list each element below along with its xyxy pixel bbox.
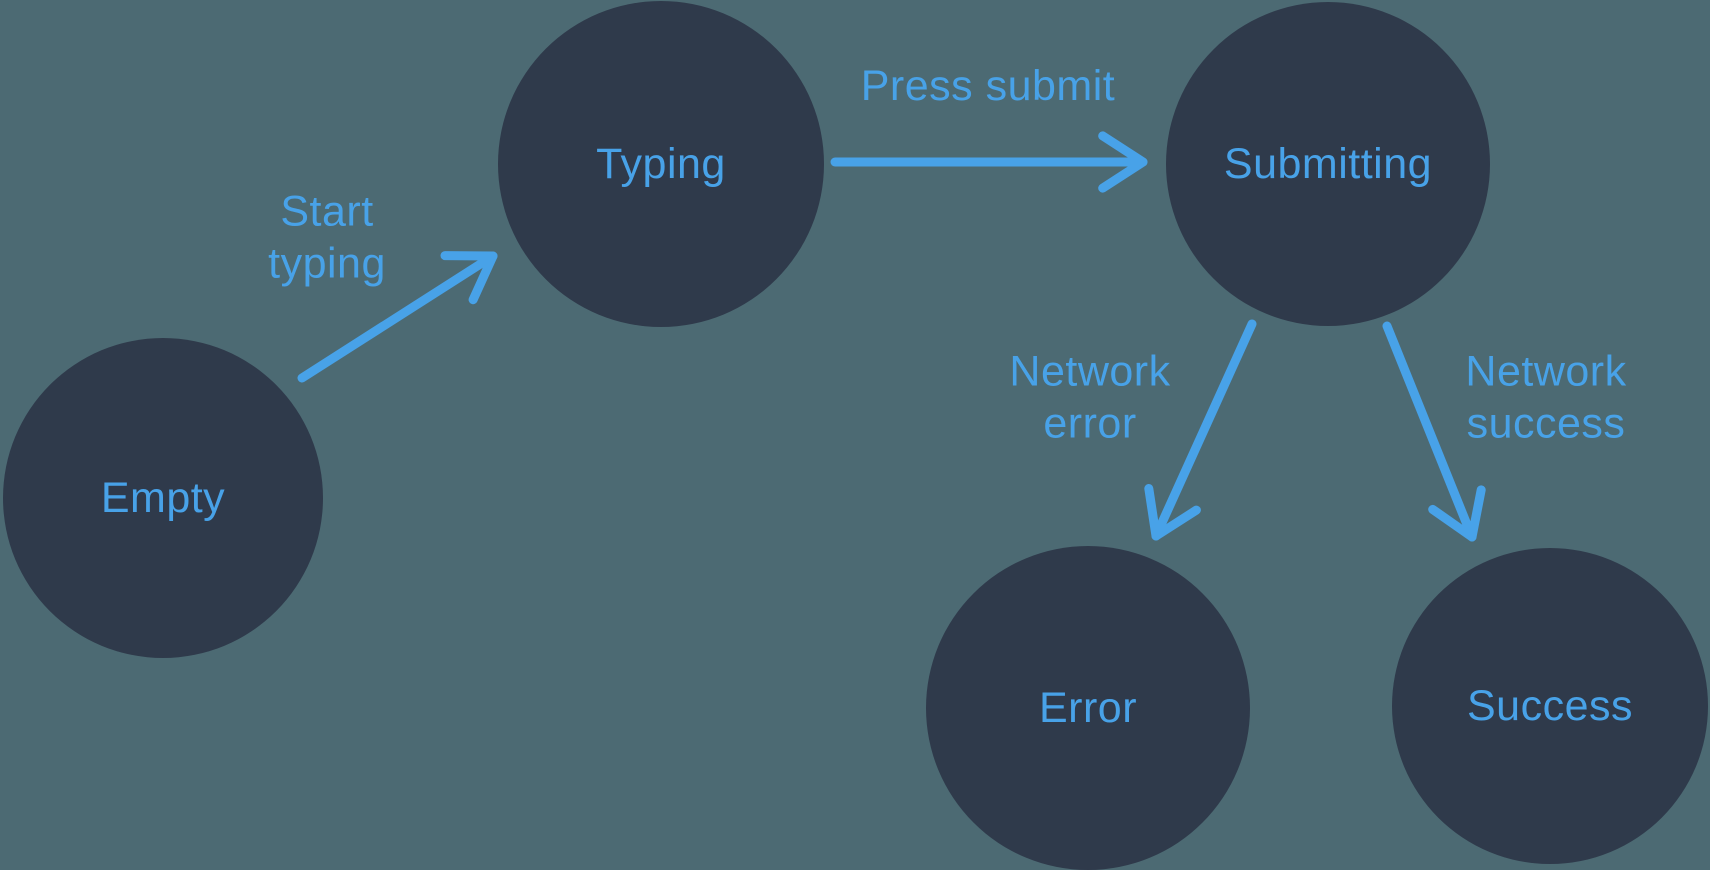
state-node-submitting-label: Submitting bbox=[1223, 139, 1433, 188]
edge-arrow-submitting-error bbox=[1144, 319, 1257, 541]
state-node-error: Error bbox=[926, 546, 1250, 870]
edge-label-start-typing: Start typing bbox=[268, 187, 386, 288]
edge-arrowhead-icon bbox=[1428, 485, 1486, 542]
state-node-success-label: Success bbox=[1466, 681, 1633, 730]
edge-shaft bbox=[1151, 319, 1257, 541]
edge-arrow-empty-typing bbox=[297, 251, 498, 383]
edge-shaft bbox=[297, 251, 498, 383]
edge-arrow-typing-submitting bbox=[830, 131, 1148, 193]
edge-arrowhead-icon bbox=[1144, 484, 1201, 541]
state-node-submitting: Submitting bbox=[1166, 2, 1490, 326]
edge-arrowhead-icon bbox=[440, 251, 498, 305]
state-node-empty-label: Empty bbox=[100, 473, 226, 522]
edge-label-press-submit: Press submit bbox=[860, 61, 1116, 110]
state-node-typing-label: Typing bbox=[596, 139, 726, 188]
state-node-success: Success bbox=[1392, 548, 1708, 864]
edge-arrowhead-icon bbox=[1098, 131, 1148, 193]
state-node-error-label: Error bbox=[1038, 683, 1138, 732]
edge-arrow-submitting-success bbox=[1382, 321, 1486, 542]
state-node-typing: Typing bbox=[498, 1, 824, 327]
state-node-empty: Empty bbox=[3, 338, 323, 658]
edge-shaft bbox=[1382, 321, 1477, 542]
edge-label-network-success: Network success bbox=[1465, 347, 1627, 448]
edge-label-network-error: Network error bbox=[1009, 347, 1171, 448]
